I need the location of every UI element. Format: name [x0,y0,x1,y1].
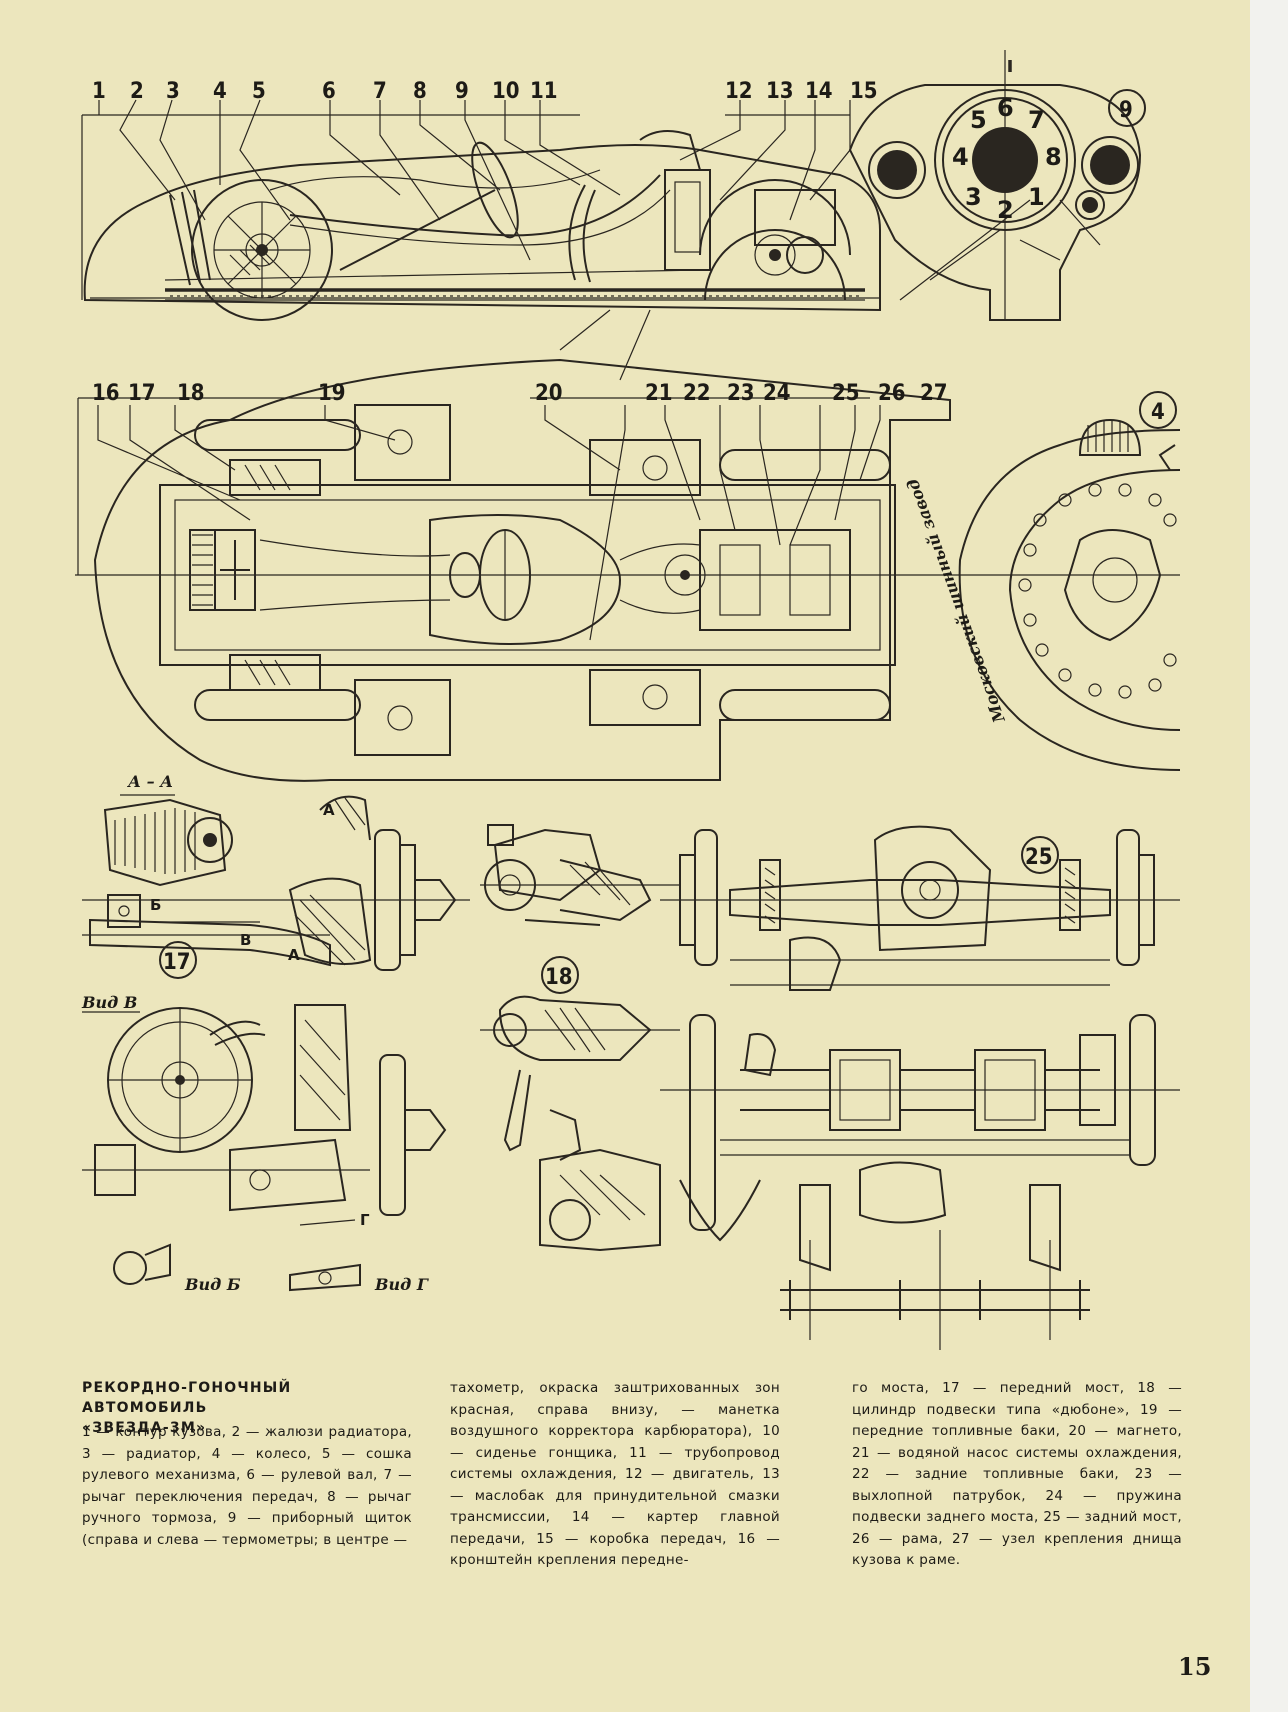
detail-badge-17: 17 [163,950,191,975]
callout: 10 [492,79,520,104]
caption-column-2: тахометр, окраска заштрихованных зон кра… [450,1380,780,1568]
section-label-g: Г [360,1211,370,1229]
callout: 24 [763,381,791,406]
detail-badge-9: 9 [1119,98,1133,123]
detail-badge-25: 25 [1025,845,1053,870]
callout: 15 [850,79,878,104]
callout: 18 [177,381,205,406]
callout: 19 [318,381,346,406]
callout: 9 [455,79,469,104]
dial-number: 5 [970,106,987,134]
callout: 22 [683,381,711,406]
dial-number: 8 [1045,143,1062,171]
front-axle-detail: А – А Б В А А 17 Вид В [81,772,470,1294]
callout: 12 [725,79,753,104]
section-label-a2: А [288,946,300,964]
callout: 21 [645,381,673,406]
wheel-detail: Московский шинный завод 4 [903,391,1181,771]
caption-title-line1: РЕКОРДНО-ГОНОЧНЫЙ АВТОМОБИЛЬ [82,1380,292,1416]
callout: 11 [530,79,558,104]
callout: 4 [213,79,227,104]
callout: 3 [166,79,180,104]
callout: 16 [92,381,120,406]
callout: 14 [805,79,833,104]
dial-number: 1 [1028,183,1045,211]
callout: 7 [373,79,387,104]
section-label-vid-b: Вид Б [184,1275,241,1294]
technical-drawing: 5 6 7 4 8 3 2 1 9 1 2 3 4 5 6 7 8 9 10 1… [75,50,1181,1350]
dial-number: 7 [1028,106,1045,134]
dial-number: 2 [997,196,1014,224]
section-label-a1: А [323,801,335,819]
magazine-page [0,0,1250,1712]
page-margin [1250,0,1288,1712]
section-label-vid-v: Вид В [81,993,137,1012]
page-number: 15 [1178,1652,1212,1681]
caption-title-line2: «ЗВЕЗДА-3М» [82,1420,207,1436]
callout: 26 [878,381,906,406]
section-label-b: Б [150,896,161,914]
plan-view [75,358,1180,782]
callout: 2 [130,79,144,104]
cylinder-detail: 18 [480,824,680,1252]
top-leaders [81,99,851,381]
callout: 23 [727,381,755,406]
callout: 6 [322,79,336,104]
dial-number: 4 [952,143,969,171]
rear-axle-detail: 25 [660,825,1180,1350]
mid-leaders [77,397,881,641]
dial-number: 3 [965,183,982,211]
wheel-inscription: Московский шинный завод [903,476,1009,726]
detail-badge-4: 4 [1151,400,1165,425]
detail-badge-18: 18 [545,965,573,990]
callout: 8 [413,79,427,104]
callout: 17 [128,381,156,406]
dashboard-detail: 5 6 7 4 8 3 2 1 9 [848,50,1146,321]
callout-row-top: 1 2 3 4 5 6 7 8 9 10 11 12 13 14 15 [92,79,878,104]
callout: 1 [92,79,106,104]
side-view [83,130,881,321]
callout: 5 [252,79,266,104]
section-label-aa: А – А [127,772,173,791]
callout: 13 [766,79,794,104]
caption-title: РЕКОРДНО-ГОНОЧНЫЙ АВТОМОБИЛЬ «ЗВЕЗДА-3М» [82,1378,412,1438]
callout: 27 [920,381,948,406]
callout-row-mid: 16 17 18 19 20 21 22 23 24 25 26 27 [92,381,948,406]
section-label-v: В [240,931,251,949]
caption-column-3: го моста, 17 — передний мост, 18 — цилин… [852,1380,1182,1568]
section-label-vid-g: Вид Г [374,1275,429,1294]
caption-column-1: 1 — контур кузова, 2 — жалюзи радиатора,… [82,1424,412,1548]
callout: 20 [535,381,563,406]
callout: 25 [832,381,860,406]
dial-number: 6 [997,94,1014,122]
